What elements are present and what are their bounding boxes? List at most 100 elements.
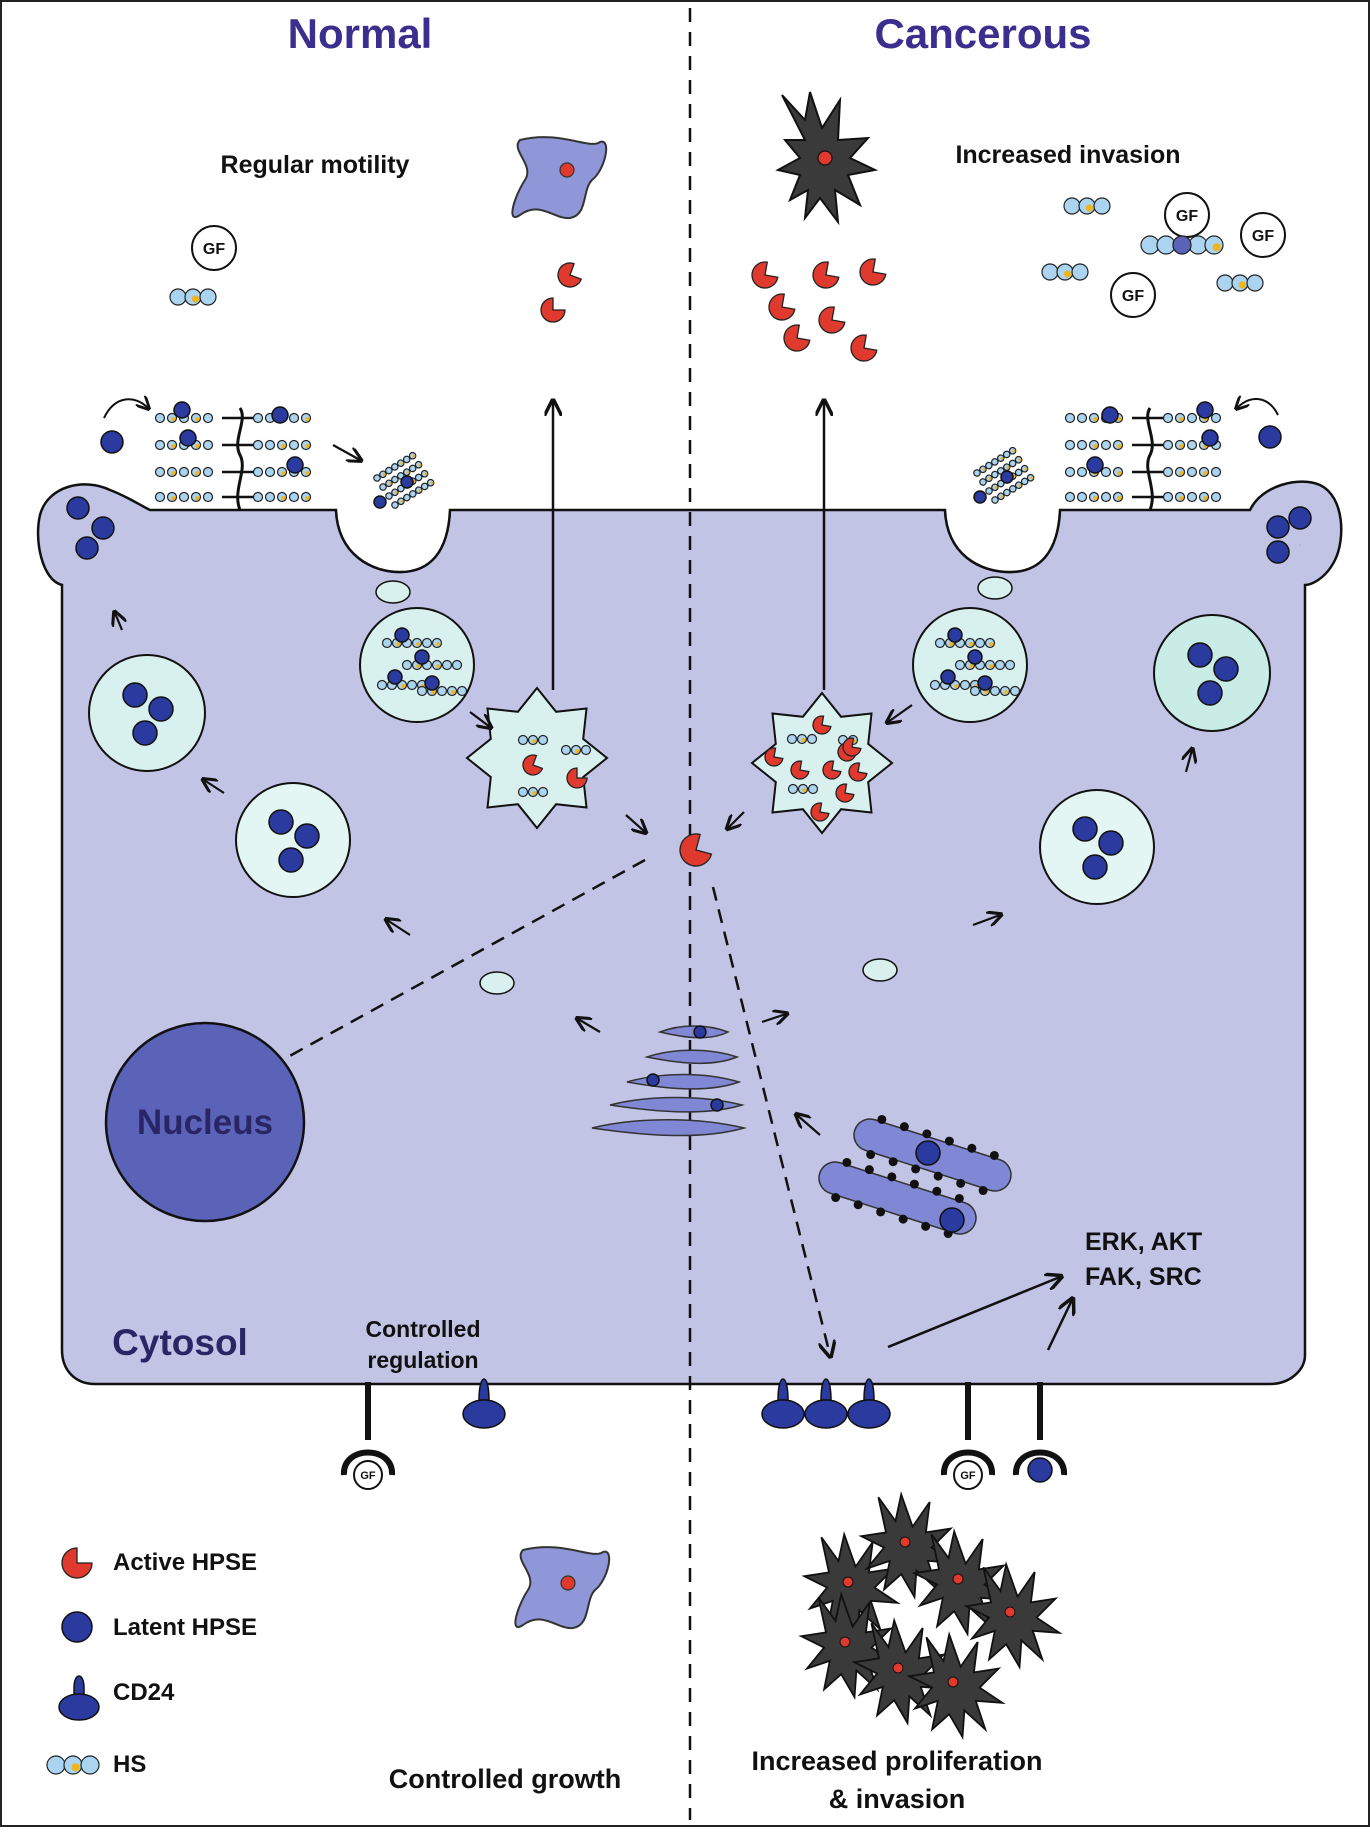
active-hpse-icon [752,262,778,288]
gf-label: GF [1252,228,1274,245]
ribosome [887,1172,896,1181]
hs-unit [47,1756,65,1774]
latent-hpse-icon [1073,817,1097,841]
hs-unit [204,441,213,450]
ribosome [911,1164,920,1173]
latent-hpse-icon [92,517,114,539]
hs-unit [1164,468,1173,477]
hs-unit [254,441,263,450]
gf-label: GF [1122,288,1144,305]
hs-unit [956,661,965,670]
hs-sulfate [1093,496,1097,500]
controlled-growth-label: Controlled growth [389,1764,621,1794]
hs-unit [204,493,213,502]
hs-unit [418,687,427,696]
hs-sulfate [575,749,579,753]
active-hpse-icon [819,307,845,333]
active-hpse-secreted [541,259,886,361]
latent-hpse-icon [941,670,955,684]
hs-unit [1247,275,1263,291]
hs-unit [180,468,189,477]
core-protein [238,408,243,510]
hpse-vesicle [236,783,350,897]
hs-unit [1217,275,1233,291]
hs-unit [1189,236,1207,254]
latent-hpse-icon [67,497,89,519]
gf-label: GF [1176,208,1198,225]
hs-sulfate [1213,243,1221,251]
ribosome [866,1150,875,1159]
latent-hpse-icon [295,824,319,848]
hs-unit [254,414,263,423]
recycle-arrow [104,399,148,418]
latent-hpse-icon [180,430,196,446]
latent-hpse-icon [978,676,992,690]
gf-label: GF [360,1470,376,1482]
cd24 [848,1400,890,1428]
latent-hpse-icon [916,1141,940,1165]
latent-hpse-icon [711,1099,723,1111]
hs-sulfate [305,444,309,448]
hpse-vesicle [1154,615,1270,731]
hs-unit [1072,264,1088,280]
cd24-stalk [864,1379,874,1400]
ribosome [889,1157,898,1166]
latent-hpse-icon [395,628,409,642]
latent-hpse-icon [1083,855,1107,879]
ribosome [979,1186,988,1195]
ribosome [865,1165,874,1174]
latent-hpse-icon [1001,471,1013,483]
hs-sulfate [532,739,536,743]
hs-unit [562,746,571,755]
hs-sulfate [195,417,199,421]
hs-sulfate [1117,444,1121,448]
hs-sulfate [1179,471,1183,475]
hs-sulfate [532,791,536,795]
ribosome [876,1207,885,1216]
hs-unit [976,639,985,648]
hs-unit [290,414,299,423]
hs-sulfate [949,642,953,646]
hs-unit [266,468,275,477]
hs-unit [996,661,1005,670]
hs-unit [170,289,186,305]
hs-unit [1094,198,1110,214]
latent-hpse-icon [272,407,288,423]
latent-hpse-icon [123,683,147,707]
hs-unit [1011,687,1020,696]
latent-hpse-icon [1267,541,1289,563]
hs-sulfate [396,642,400,646]
ribosome [967,1144,976,1153]
hs-unit [254,468,263,477]
hpse-vesicle [89,655,205,771]
hs-unit [180,493,189,502]
hs-unit [383,639,392,648]
latent-hpse-icon [694,1026,706,1038]
latent-hpse-icon [1289,507,1311,529]
hs-sulfate [1093,417,1097,421]
hs-unit [971,687,980,696]
hs-unit [1064,198,1080,214]
latent-hpse-icon [401,476,413,488]
hs-sulfate [989,664,993,668]
hs-unit [156,493,165,502]
legend-latent-hpse: Latent HPSE [113,1614,257,1641]
hs-sulfate [1086,204,1093,211]
latent-hpse-icon [1102,407,1118,423]
hs-bound [1173,236,1191,254]
hs-unit [1164,414,1173,423]
hs-unit [1188,441,1197,450]
hs-sulfate [281,471,285,475]
legend: Active HPSE Latent HPSE CD24 HS [47,1548,257,1778]
hs-unit [458,687,467,696]
legend-cd24: CD24 [113,1679,175,1706]
hs-unit [1164,441,1173,450]
hs-unit [438,687,447,696]
ribosome [932,1187,941,1196]
hs-unit [378,681,387,690]
ribosome [831,1193,840,1202]
ribosome [910,1180,919,1189]
